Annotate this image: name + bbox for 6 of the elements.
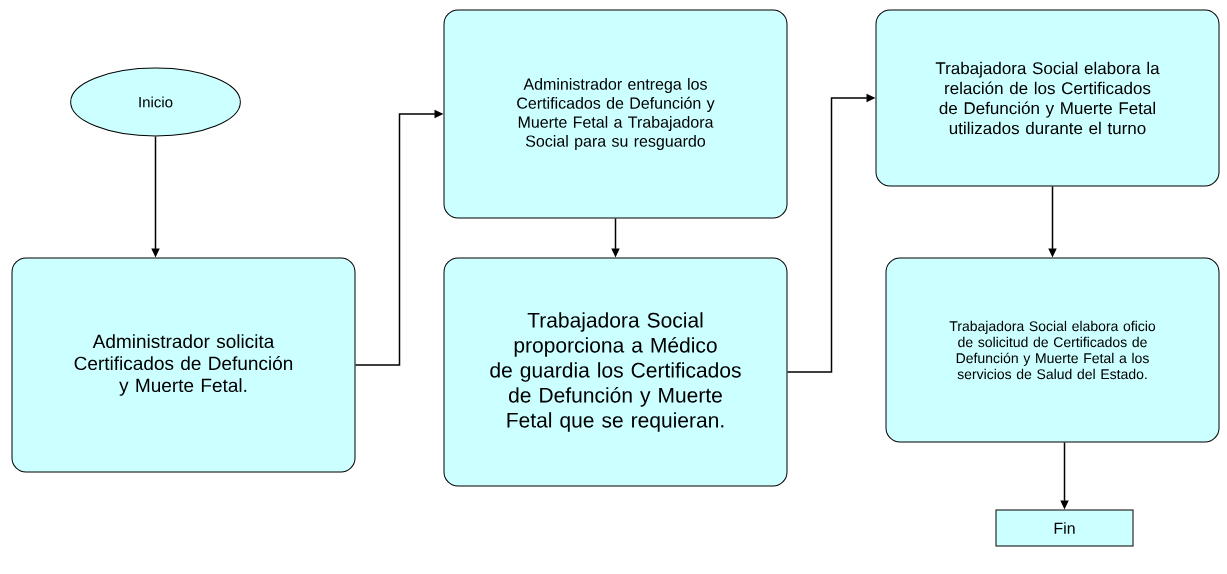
process-box: Trabajadora Social proporciona a Médico de guardia los Certificados de Defunción y Muerte Fetal que se requieran. (443, 257, 788, 487)
end-box: Fin (995, 509, 1134, 547)
process-box: Trabajadora Social elabora la relación de los Certificados de Defunción y Muerte Fetal utilizados durante el turno (875, 9, 1220, 187)
process-box: Administrador solicita Certificados de Defunción y Muerte Fetal. (11, 257, 356, 473)
process-box: Administrador entrega los Certificados de Defunción y Muerte Fetal a Trabajadora Social para su resguardo (443, 9, 788, 219)
process-box: Trabajadora Social elabora oficio de solicitud de Certificados de Defunción y Muerte Fetal a los servicios de Salud del Estado. (885, 257, 1220, 443)
